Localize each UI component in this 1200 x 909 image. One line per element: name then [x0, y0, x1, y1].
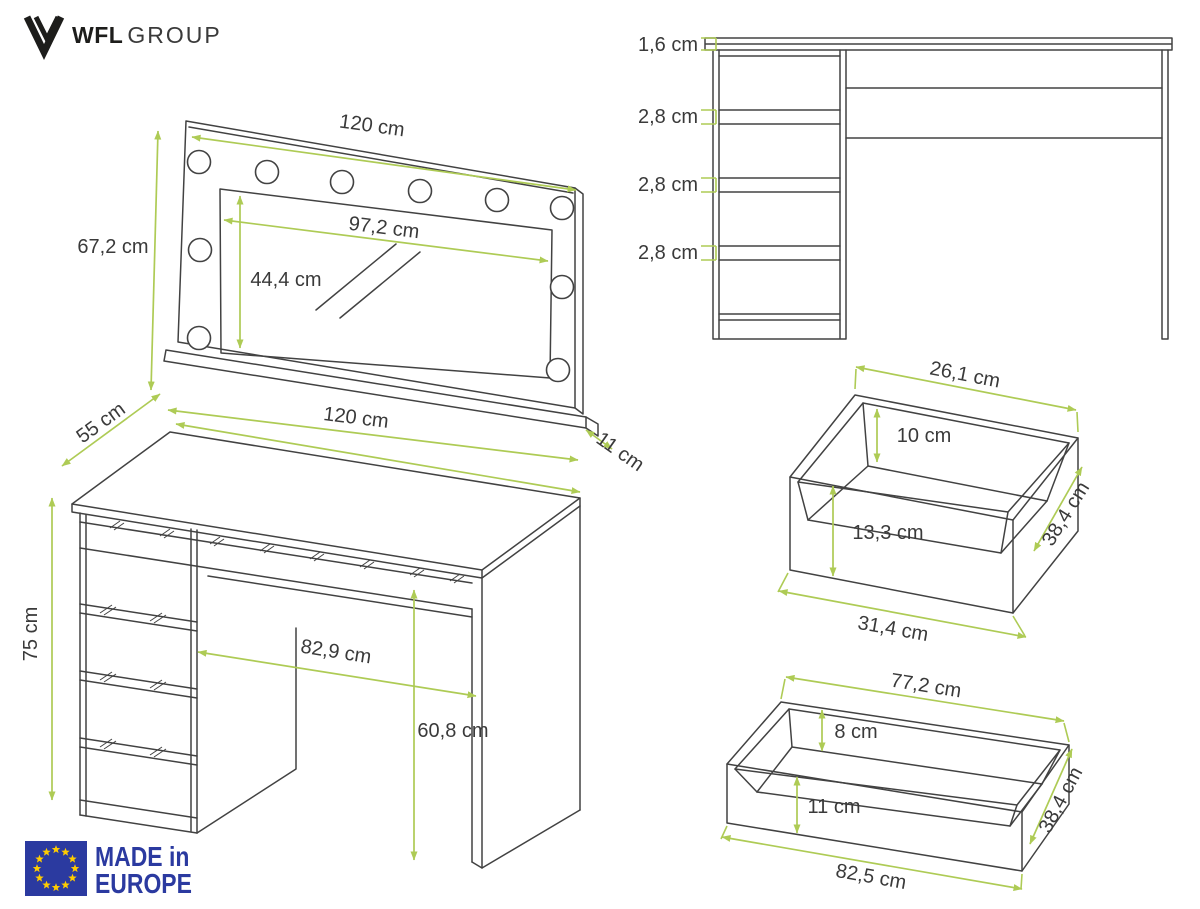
- mirror-shine-icon: [315, 243, 421, 319]
- made-in-europe-badge: MADE in EUROPE: [25, 841, 192, 900]
- brand-name-bold: WFL: [72, 22, 123, 48]
- top-thickness-dimension: 1,6 cm: [638, 34, 698, 56]
- drawer-gap-dimension-2: 2,8 cm: [638, 174, 698, 196]
- mirror-glass-height-dimension: 44,4 cm: [250, 269, 321, 291]
- desk-knee-width-dimension: 82,9 cm: [299, 636, 373, 669]
- desk-width-dimension: 120 cm: [322, 403, 390, 433]
- large-drawer-outer-width-dimension: 82,5 cm: [834, 860, 908, 894]
- mirror-view: 120 cm 67,2 cm 97,2 cm 44,4 cm 11 cm: [77, 111, 648, 477]
- small-drawer-inner-depth-dimension: 10 cm: [897, 425, 951, 447]
- wfl-monogram-icon: [23, 15, 65, 61]
- eu-flag-icon: [25, 841, 87, 896]
- badge-line-1: MADE in: [95, 842, 189, 873]
- desk-front-view: 1,6 cm 2,8 cm 2,8 cm 2,8 cm: [638, 34, 1173, 340]
- mirror-width-dimension: 120 cm: [338, 111, 406, 142]
- desk-view: 55 cm 120 cm 75 cm 82,9 cm 60,8 cm: [20, 393, 581, 869]
- small-drawer-front-height-dimension: 13,3 cm: [852, 522, 923, 544]
- small-drawer-inner-width-dimension: 26,1 cm: [928, 357, 1002, 392]
- large-drawer-view: 77,2 cm 8 cm 11 cm 38,4 cm 82,5 cm: [720, 670, 1087, 894]
- brand-name-light: GROUP: [127, 22, 221, 48]
- gap-hatching: [99, 520, 465, 758]
- small-drawer-view: 26,1 cm 10 cm 13,3 cm 38,4 cm 31,4 cm: [777, 357, 1094, 646]
- mirror-height-dimension: 67,2 cm: [77, 236, 148, 258]
- small-drawer-side-depth-dimension: 38,4 cm: [1038, 478, 1094, 550]
- badge-line-2: EUROPE: [95, 869, 192, 900]
- desk-knee-height-dimension: 60,8 cm: [417, 720, 488, 742]
- large-drawer-inner-depth-dimension: 8 cm: [834, 721, 877, 743]
- drawer-gap-dimension-3: 2,8 cm: [638, 242, 698, 264]
- drawer-gap-dimension-1: 2,8 cm: [638, 106, 698, 128]
- mirror-base-depth-dimension: 11 cm: [592, 428, 648, 476]
- desk-height-dimension: 75 cm: [20, 607, 42, 661]
- large-drawer-inner-width-dimension: 77,2 cm: [889, 670, 963, 703]
- measurement-brackets: [701, 37, 717, 261]
- large-drawer-front-height-dimension: 11 cm: [808, 796, 861, 818]
- light-bulbs: [186, 149, 575, 383]
- mirror-glass-width-dimension: 97,2 cm: [347, 213, 420, 244]
